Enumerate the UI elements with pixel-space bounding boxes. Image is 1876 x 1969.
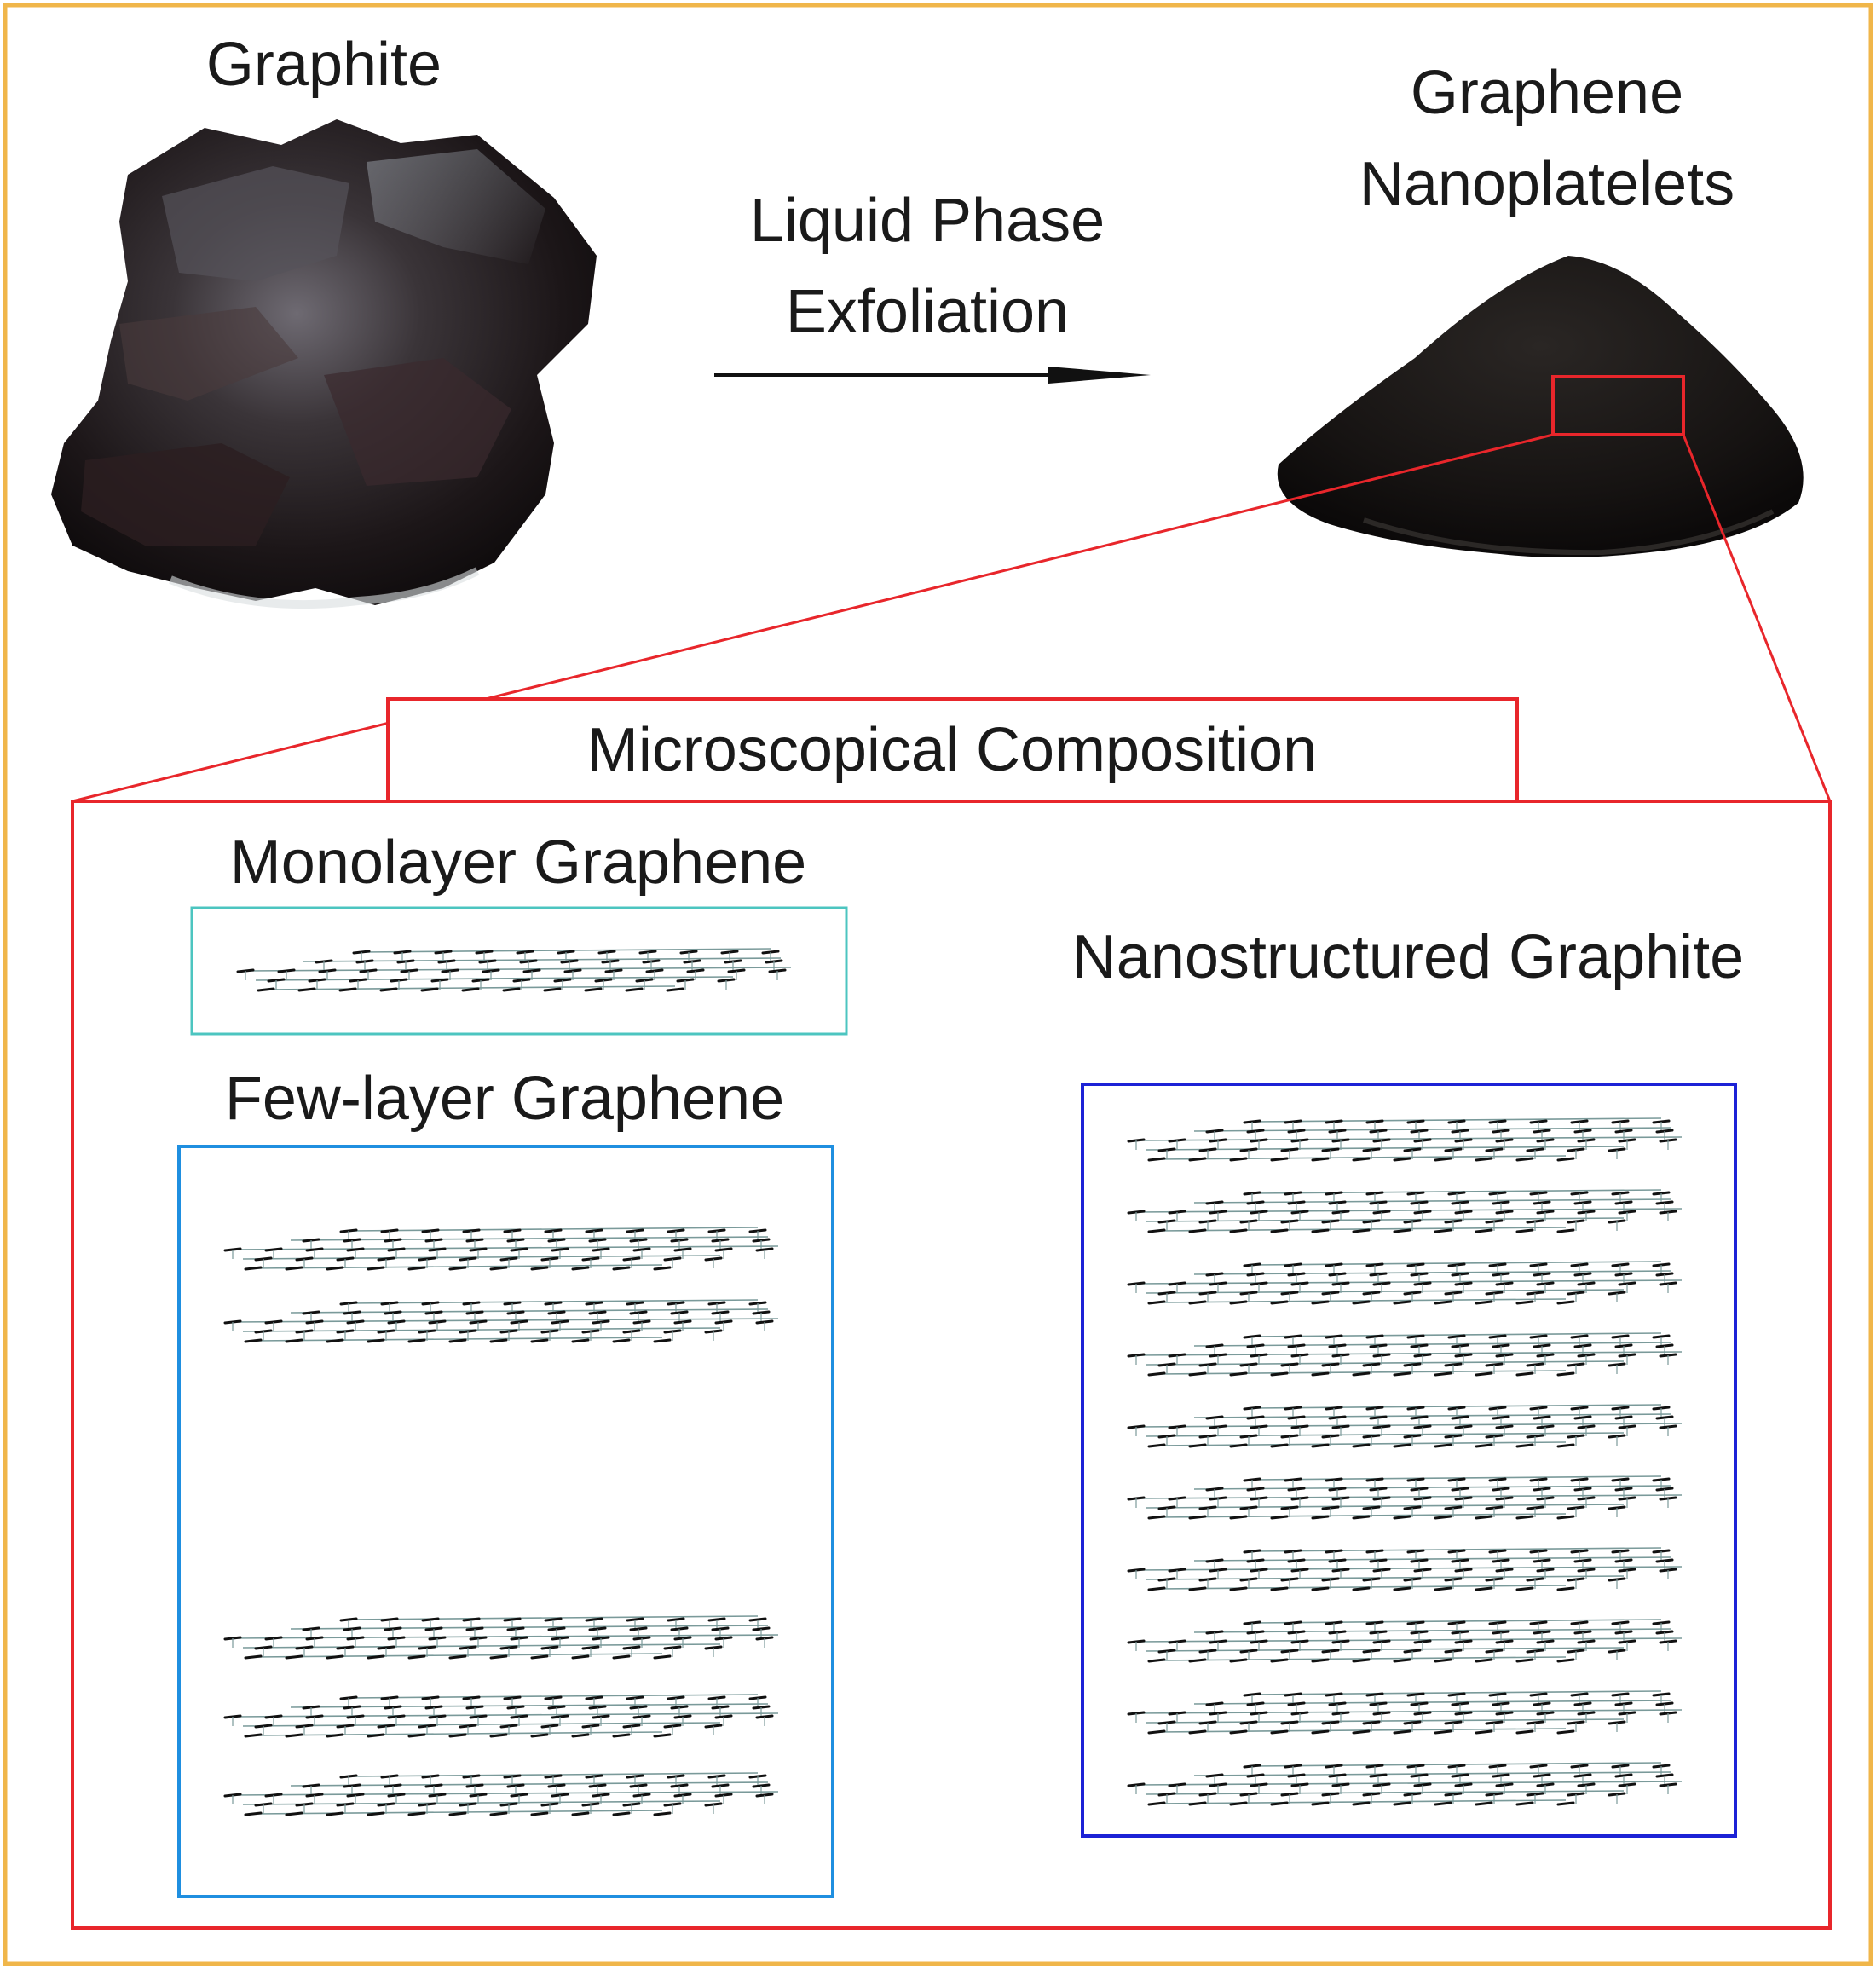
zoom-region-box	[1551, 375, 1685, 436]
composition-panel	[71, 800, 1832, 1930]
nanostructured-sheet	[1127, 1547, 1683, 1591]
zoom-callout	[71, 375, 1832, 1930]
few-layer-sheet	[223, 1694, 779, 1738]
nanostructured-sheet	[1127, 1117, 1683, 1162]
few-layer-sheet	[223, 1227, 779, 1271]
monolayer-sheet	[236, 948, 792, 992]
figure-frame	[3, 3, 1873, 1966]
nanostructured-box	[1081, 1083, 1737, 1838]
process-arrow	[714, 367, 1151, 384]
process-label-line1: Liquid Phase	[750, 187, 1105, 255]
graphite-rock-image	[51, 119, 597, 609]
nanostructured-sheet	[1127, 1332, 1683, 1377]
graphene-powder-image	[1277, 256, 1804, 557]
product-label-line2: Nanoplatelets	[1359, 150, 1735, 218]
nanostructured-label: Nanostructured Graphite	[1072, 923, 1744, 991]
few-layer-box	[177, 1145, 834, 1898]
nanostructured-sheet	[1127, 1762, 1683, 1806]
composition-title-box	[386, 697, 1519, 803]
process-label-line2: Exfoliation	[786, 278, 1069, 346]
nanostructured-sheet	[1127, 1404, 1683, 1448]
graphene-lattices	[223, 948, 1683, 1816]
monolayer-box	[190, 906, 848, 1036]
few-layer-sheet	[223, 1615, 779, 1660]
few-layer-sheet	[223, 1299, 779, 1343]
nanostructured-sheet	[1127, 1475, 1683, 1520]
monolayer-label: Monolayer Graphene	[230, 829, 806, 897]
nanostructured-sheet	[1127, 1690, 1683, 1735]
few-layer-label: Few-layer Graphene	[225, 1065, 784, 1133]
nanostructured-sheet	[1127, 1189, 1683, 1233]
composition-title: Microscopical Composition	[587, 716, 1317, 784]
nanostructured-sheet	[1127, 1619, 1683, 1663]
few-layer-sheet	[223, 1772, 779, 1816]
product-label-line1: Graphene	[1411, 59, 1683, 127]
graphite-label: Graphite	[206, 31, 442, 99]
nanostructured-sheet	[1127, 1261, 1683, 1305]
